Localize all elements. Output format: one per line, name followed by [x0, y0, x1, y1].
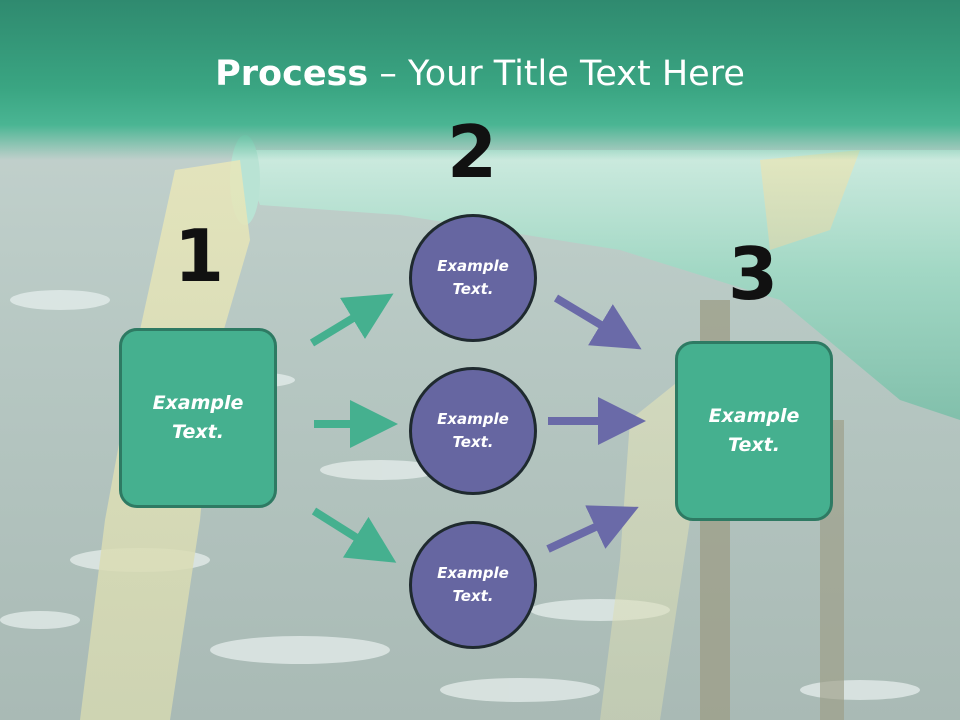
circle-middle: Example Text. — [409, 367, 537, 495]
arrow-1-to-circle-bottom — [311, 507, 397, 563]
title-band — [0, 0, 960, 160]
step-1-box: Example Text. — [119, 328, 277, 508]
step-number-2: 2 — [446, 110, 498, 194]
step-1-text: Example Text. — [152, 392, 244, 443]
circle-middle-text: Example Text. — [437, 410, 509, 451]
step-number-1: 1 — [173, 214, 225, 298]
step-number-3: 3 — [727, 232, 779, 316]
arrow-circle-top-to-3 — [553, 294, 642, 350]
title-rest: – Your Title Text Here — [368, 54, 745, 94]
circle-top-text: Example Text. — [437, 257, 509, 298]
arrow-circle-bottom-to-3 — [546, 505, 639, 553]
step-3-box: Example Text. — [675, 341, 833, 521]
circle-top: Example Text. — [409, 214, 537, 342]
circle-bottom: Example Text. — [409, 521, 537, 649]
arrow-1-to-circle-top — [309, 293, 394, 347]
circle-bottom-text: Example Text. — [437, 564, 509, 605]
step-3-text: Example Text. — [708, 405, 800, 456]
title-bold: Process — [215, 54, 369, 94]
slide-title: Process – Your Title Text Here — [0, 52, 960, 96]
